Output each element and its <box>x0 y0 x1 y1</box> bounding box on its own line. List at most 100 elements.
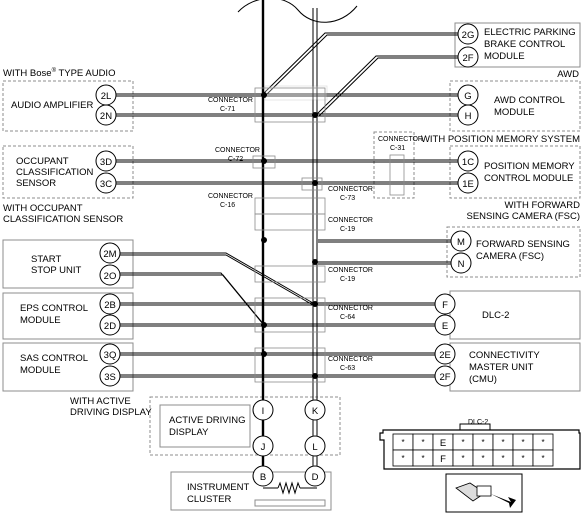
sas-label-2: MODULE <box>20 365 61 376</box>
pin-2e: 2E <box>439 350 451 361</box>
awd-control-module-box <box>449 80 581 132</box>
eps-label-1: EPS CONTROL <box>20 303 88 314</box>
audio-amplifier-box <box>2 80 134 132</box>
dlc2-pin-label: * <box>501 454 504 463</box>
eps-label-2: MODULE <box>20 315 61 326</box>
pin-3d: 3D <box>100 157 112 168</box>
pin-i: I <box>262 406 265 417</box>
active-driving-display-label-1: ACTIVE DRIVING <box>169 415 246 426</box>
epb-label-3: MODULE <box>484 51 525 62</box>
pin-d: D <box>312 472 319 483</box>
pin-j: J <box>261 442 266 453</box>
forward-sensing-camera-box <box>446 226 581 278</box>
epb-control-module-box <box>454 22 581 68</box>
pin-2n: 2N <box>100 111 112 122</box>
pin-circles <box>95 23 479 487</box>
dlc2-pin-label: * <box>481 438 484 447</box>
awd-label-1: AWD CONTROL <box>494 95 565 106</box>
pin-k: K <box>312 406 319 417</box>
dlc2-pin-label: * <box>541 438 544 447</box>
cmu-label-2: MASTER UNIT <box>469 362 534 373</box>
sas-label-1: SAS CONTROL <box>20 353 88 364</box>
position-memory-module-box <box>449 145 581 199</box>
pin-1c: 1C <box>462 157 474 168</box>
dlc2-pin-label: * <box>461 454 464 463</box>
connector-c72-word: CONNECTOR <box>215 147 260 154</box>
pin-f: F <box>442 300 448 311</box>
awd-label-2: MODULE <box>494 107 535 118</box>
connector-c73-word: CONNECTOR <box>328 186 373 193</box>
connector-c73-id: C-73 <box>340 195 355 202</box>
connector-c19b-id: C-19 <box>340 276 355 283</box>
connector-c19a-id: C-19 <box>340 226 355 233</box>
dlc2-pin-label: * <box>421 454 424 463</box>
connector-c19a-word: CONNECTOR <box>328 217 373 224</box>
eps-control-module-box <box>2 292 134 340</box>
pin-b: B <box>260 472 266 483</box>
pin-l: L <box>312 442 317 453</box>
dlc2-pin-label: * <box>521 454 524 463</box>
harness-break-wave <box>237 0 358 23</box>
connector-c31-region <box>373 131 415 199</box>
connector-c19b-word: CONNECTOR <box>328 267 373 274</box>
pin-3s: 3S <box>104 372 116 383</box>
condition-bose: WITH Bose® TYPE AUDIO <box>3 67 115 79</box>
occupant-sensor-label-3: SENSOR <box>16 178 56 189</box>
cluster-connector-strip <box>254 499 326 507</box>
termination-resistor <box>277 481 301 495</box>
dlc2-label: DLC-2 <box>482 310 509 321</box>
dlc2-pin-label: * <box>401 454 404 463</box>
connector-c31-word: CONNECTOR <box>378 136 423 143</box>
pin-m: M <box>457 237 465 248</box>
splice-dots <box>261 92 318 379</box>
start-stop-label-2: STOP UNIT <box>31 265 82 276</box>
condition-fsc-2: SENSING CAMERA (FSC) <box>467 211 581 222</box>
dlc2-pin-label: E <box>440 438 446 449</box>
pin-1e: 1E <box>462 179 474 190</box>
pin-2f-cmu: 2F <box>439 372 450 383</box>
dlc2-pin-label: * <box>461 438 464 447</box>
fsc-label-2: CAMERA (FSC) <box>476 251 544 262</box>
dlc2-connector-face <box>379 429 581 470</box>
pin-g: G <box>464 91 471 102</box>
start-stop-unit-box <box>2 239 134 289</box>
epb-label-1: ELECTRIC PARKING <box>484 27 576 38</box>
position-memory-label-1: POSITION MEMORY <box>484 161 575 172</box>
pin-3q: 3Q <box>104 350 117 361</box>
dlc2-pin-label: F <box>440 454 446 465</box>
active-driving-display-inner <box>159 404 251 448</box>
pin-2m: 2M <box>103 249 116 260</box>
dlc2-pin-label: * <box>521 438 524 447</box>
condition-awd: AWD <box>557 69 579 80</box>
dlc2-pin-cell <box>532 449 554 467</box>
sas-control-module-box <box>2 342 134 392</box>
connector-c64-id: C-64 <box>340 314 355 321</box>
connector-c63-id: C-63 <box>340 365 355 372</box>
condition-occupant-2: CLASSIFICATION SENSOR <box>3 214 123 225</box>
inline-connectors <box>252 85 405 383</box>
dlc2-pin-label: * <box>541 454 544 463</box>
pin-n: N <box>458 259 465 270</box>
pin-2f-epb: 2F <box>462 53 473 64</box>
active-driving-display-label-2: DISPLAY <box>169 427 209 438</box>
pin-2b: 2B <box>104 300 116 311</box>
occupant-sensor-label-2: CLASSIFICATION <box>16 167 94 178</box>
dlc2-pin-label: * <box>481 454 484 463</box>
connector-c31-id: C-31 <box>390 145 405 152</box>
condition-add-2: DRIVING DISPLAY <box>70 407 152 418</box>
condition-position-memory: WITH POSITION MEMORY SYSTEM <box>421 134 580 145</box>
pin-2o: 2O <box>104 271 117 282</box>
pin-2d: 2D <box>104 321 116 332</box>
connector-c64-word: CONNECTOR <box>328 305 373 312</box>
instrument-cluster-label-1: INSTRUMENT <box>187 482 249 493</box>
dlc2-pin-label: * <box>501 438 504 447</box>
pin-e: E <box>442 321 448 332</box>
condition-add-1: WITH ACTIVE <box>70 396 131 407</box>
dlc2-face-title: DLC-2 <box>468 419 488 426</box>
connector-c71-id: C-71 <box>220 106 235 113</box>
position-memory-label-2: CONTROL MODULE <box>484 173 573 184</box>
start-stop-label-1: START <box>31 254 61 265</box>
occupant-sensor-box <box>2 145 134 199</box>
fsc-label-1: FORWARD SENSING <box>476 239 570 250</box>
